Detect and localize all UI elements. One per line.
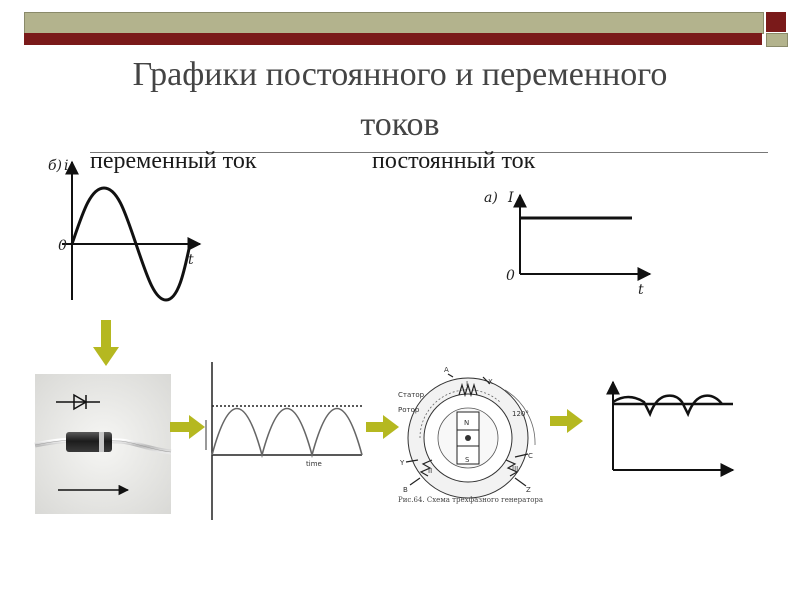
title-line-2: токов bbox=[360, 106, 440, 143]
label-alternating-current: переменный ток bbox=[90, 148, 257, 174]
generator-phase-z: Z bbox=[526, 486, 531, 494]
generator-phase-y: Y bbox=[399, 459, 405, 467]
smoothed-graph bbox=[606, 380, 735, 477]
dc-graph: а) I 0 t bbox=[484, 190, 652, 298]
lead-a bbox=[447, 373, 454, 378]
ac-y-label: i bbox=[64, 158, 68, 174]
generator-angle-label: 120° bbox=[512, 410, 529, 418]
header-corner-dark bbox=[766, 12, 786, 32]
diode-cathode-band bbox=[99, 432, 104, 452]
dc-origin-label: 0 bbox=[506, 268, 515, 284]
rectified-graph: time bbox=[205, 362, 363, 520]
header-corner-light bbox=[766, 33, 788, 47]
lead-c bbox=[514, 453, 529, 458]
coil-right bbox=[505, 459, 519, 477]
generator-stator-label: Статор bbox=[398, 391, 425, 399]
smoothed-ripple-curve bbox=[612, 394, 723, 418]
generator-phase-x: X bbox=[488, 378, 493, 386]
title-underline bbox=[90, 152, 768, 153]
rectified-time-label: time bbox=[306, 460, 322, 468]
generator-pole-s: S bbox=[465, 456, 470, 464]
generator-shaft bbox=[465, 435, 471, 441]
slide-title: Графики постоянного и переменного токов bbox=[20, 50, 780, 150]
rectified-wave-curve bbox=[211, 407, 363, 459]
dc-x-label: t bbox=[638, 282, 644, 298]
lead-x bbox=[482, 376, 491, 385]
generator-coil-3: III bbox=[512, 465, 518, 473]
generator-coil-1: I bbox=[466, 380, 468, 388]
label-direct-current: постоянный ток bbox=[372, 148, 536, 174]
ac-graph: б) i 0 t bbox=[48, 158, 202, 302]
diode-body bbox=[66, 432, 112, 452]
ac-x-label: t bbox=[188, 252, 194, 268]
ac-sine-curve bbox=[70, 186, 192, 302]
diode-symbol-icon bbox=[56, 393, 100, 411]
right-arrow-icon bbox=[170, 415, 205, 439]
right-arrow-icon bbox=[550, 409, 583, 433]
dc-graph-tag: а) bbox=[484, 190, 498, 206]
down-arrow-icon bbox=[93, 320, 119, 366]
header-bar-dark bbox=[24, 33, 762, 45]
generator-pole-n: N bbox=[464, 419, 469, 427]
lead-y bbox=[405, 459, 419, 463]
ac-graph-tag: б) bbox=[48, 158, 62, 174]
lead-b bbox=[409, 477, 421, 486]
generator-coil-2: II bbox=[428, 467, 432, 475]
diode-photo bbox=[34, 374, 172, 514]
dc-y-label: I bbox=[507, 190, 514, 206]
generator-diagram: Статор Ротор 120° N S A X C Z Y B I II I… bbox=[398, 366, 543, 504]
coil-left bbox=[419, 459, 433, 477]
generator-angle-arc bbox=[504, 389, 536, 446]
ac-origin-label: 0 bbox=[58, 238, 67, 254]
lead-z bbox=[514, 477, 527, 487]
title-line-1: Графики постоянного и переменного bbox=[132, 56, 668, 93]
generator-coils bbox=[405, 373, 529, 487]
generator-rotor-label: Ротор bbox=[398, 406, 420, 414]
generator-phase-b: B bbox=[403, 486, 408, 494]
right-arrow-icon bbox=[366, 415, 399, 439]
generator-caption: Рис.64. Схема трехфазного генератора bbox=[398, 496, 543, 504]
coil-top bbox=[458, 382, 478, 398]
generator-phase-c: C bbox=[528, 452, 533, 460]
generator-phase-a: A bbox=[444, 366, 449, 374]
